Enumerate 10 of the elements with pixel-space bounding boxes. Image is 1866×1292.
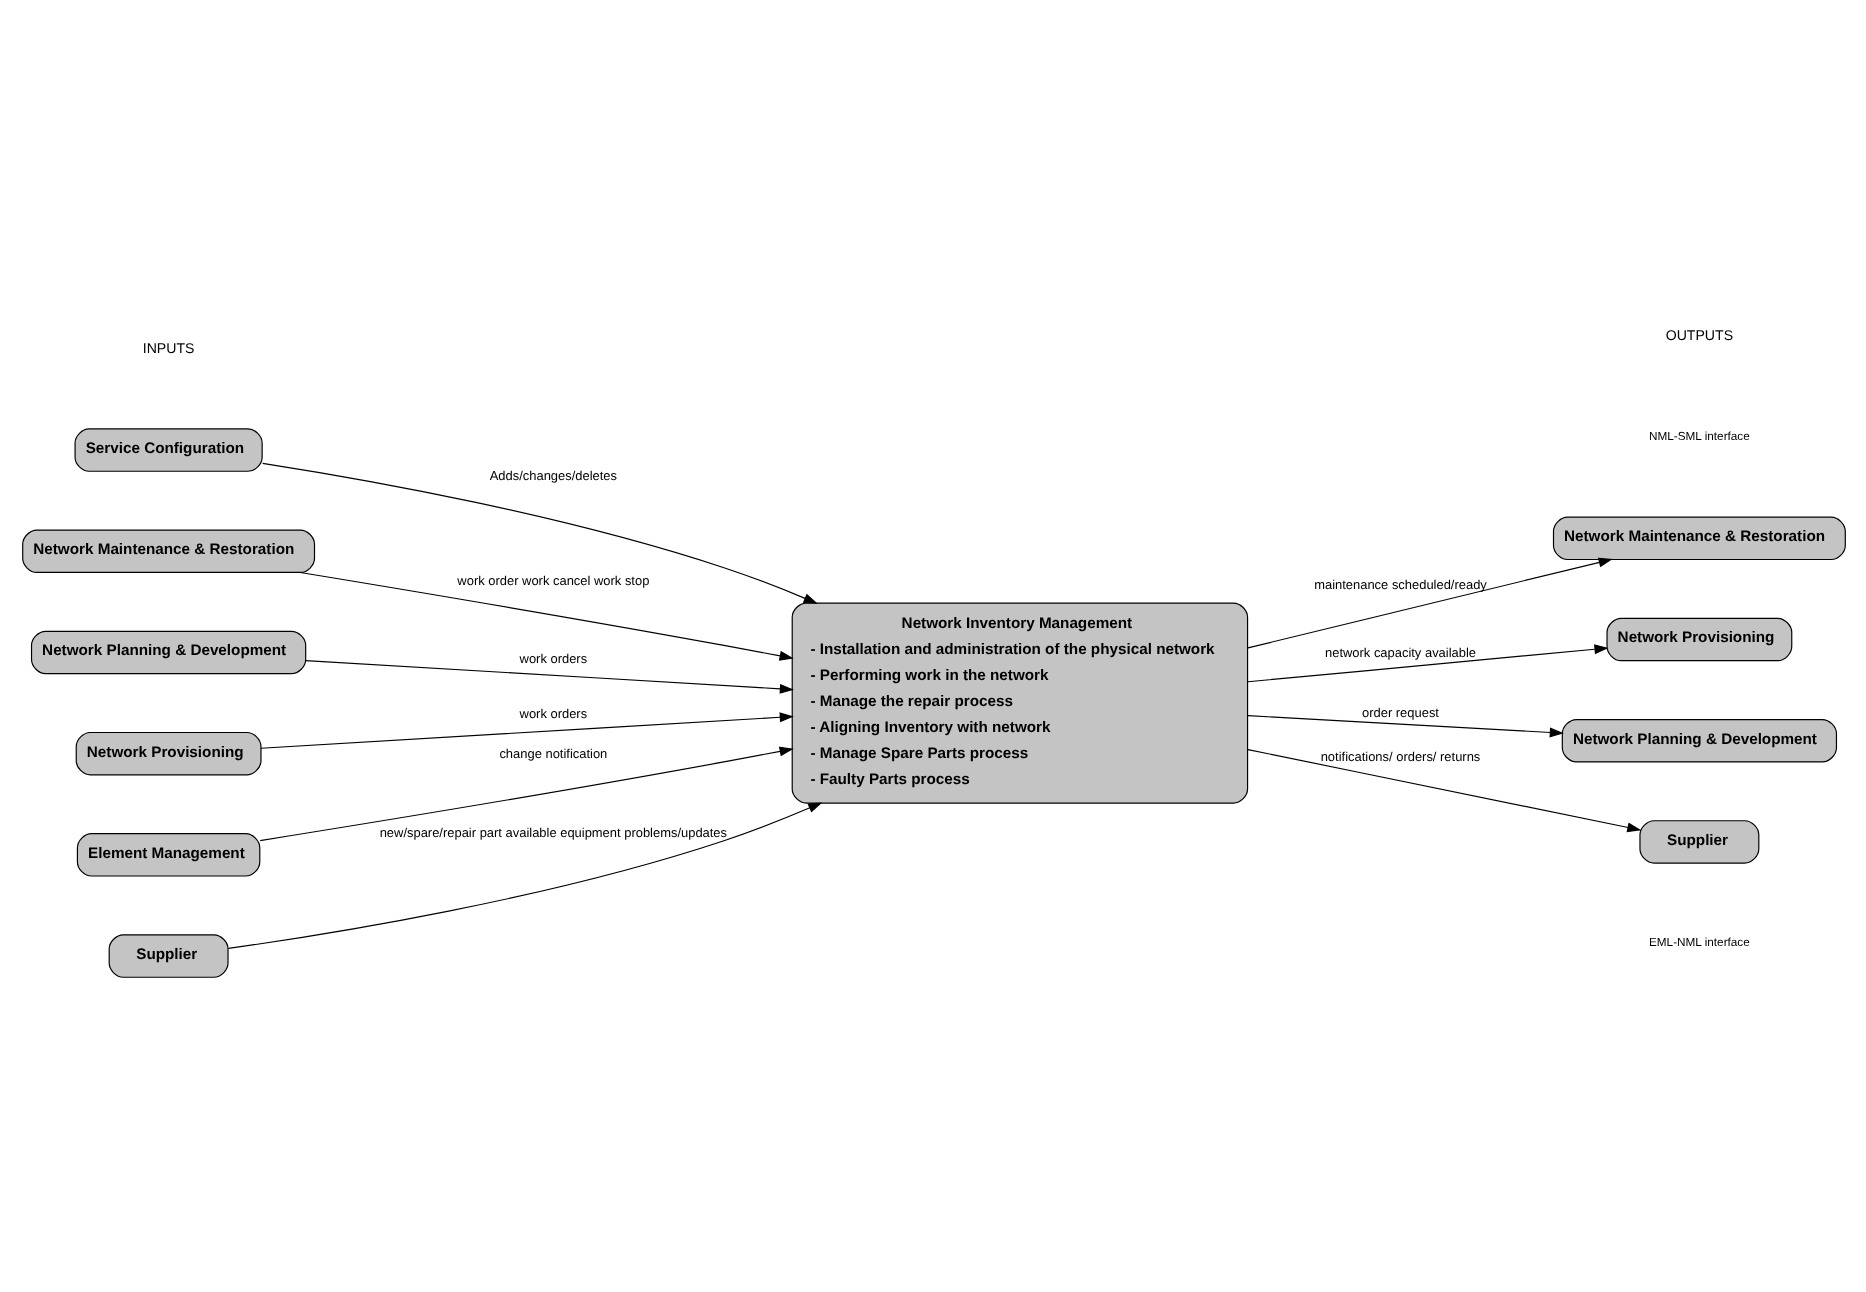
arrow	[261, 462, 817, 604]
arrow	[226, 802, 822, 949]
arrow	[259, 712, 793, 749]
arrow	[304, 660, 793, 694]
arrow	[1246, 715, 1563, 738]
arrow	[1246, 644, 1608, 683]
arrow	[298, 571, 793, 661]
arrow	[1246, 557, 1612, 649]
arrow	[258, 746, 793, 842]
arrow	[1246, 749, 1641, 833]
